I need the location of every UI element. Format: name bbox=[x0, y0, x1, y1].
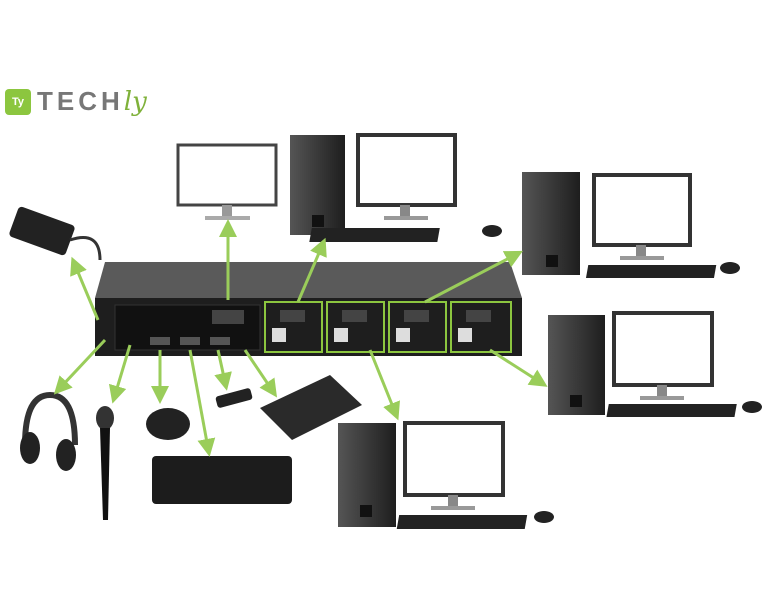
logo-text-tech: TECH bbox=[37, 86, 124, 116]
computer-1 bbox=[290, 133, 502, 242]
computer-3 bbox=[548, 311, 762, 417]
connection-arrows bbox=[53, 219, 548, 457]
external-hdd bbox=[260, 375, 362, 440]
usb-stick bbox=[215, 388, 253, 408]
computer-4 bbox=[338, 421, 554, 529]
keyboard bbox=[152, 456, 292, 504]
power-adapter bbox=[9, 206, 102, 261]
logo-mark-icon: Ty bbox=[5, 88, 31, 115]
mouse bbox=[146, 408, 190, 440]
logo-text-ly: ly bbox=[123, 86, 147, 117]
computer-2 bbox=[522, 172, 740, 278]
headphones bbox=[20, 391, 78, 471]
techly-logo: Ty TECH ly bbox=[5, 86, 147, 117]
shared-monitor bbox=[176, 143, 278, 220]
microphone bbox=[96, 406, 114, 520]
